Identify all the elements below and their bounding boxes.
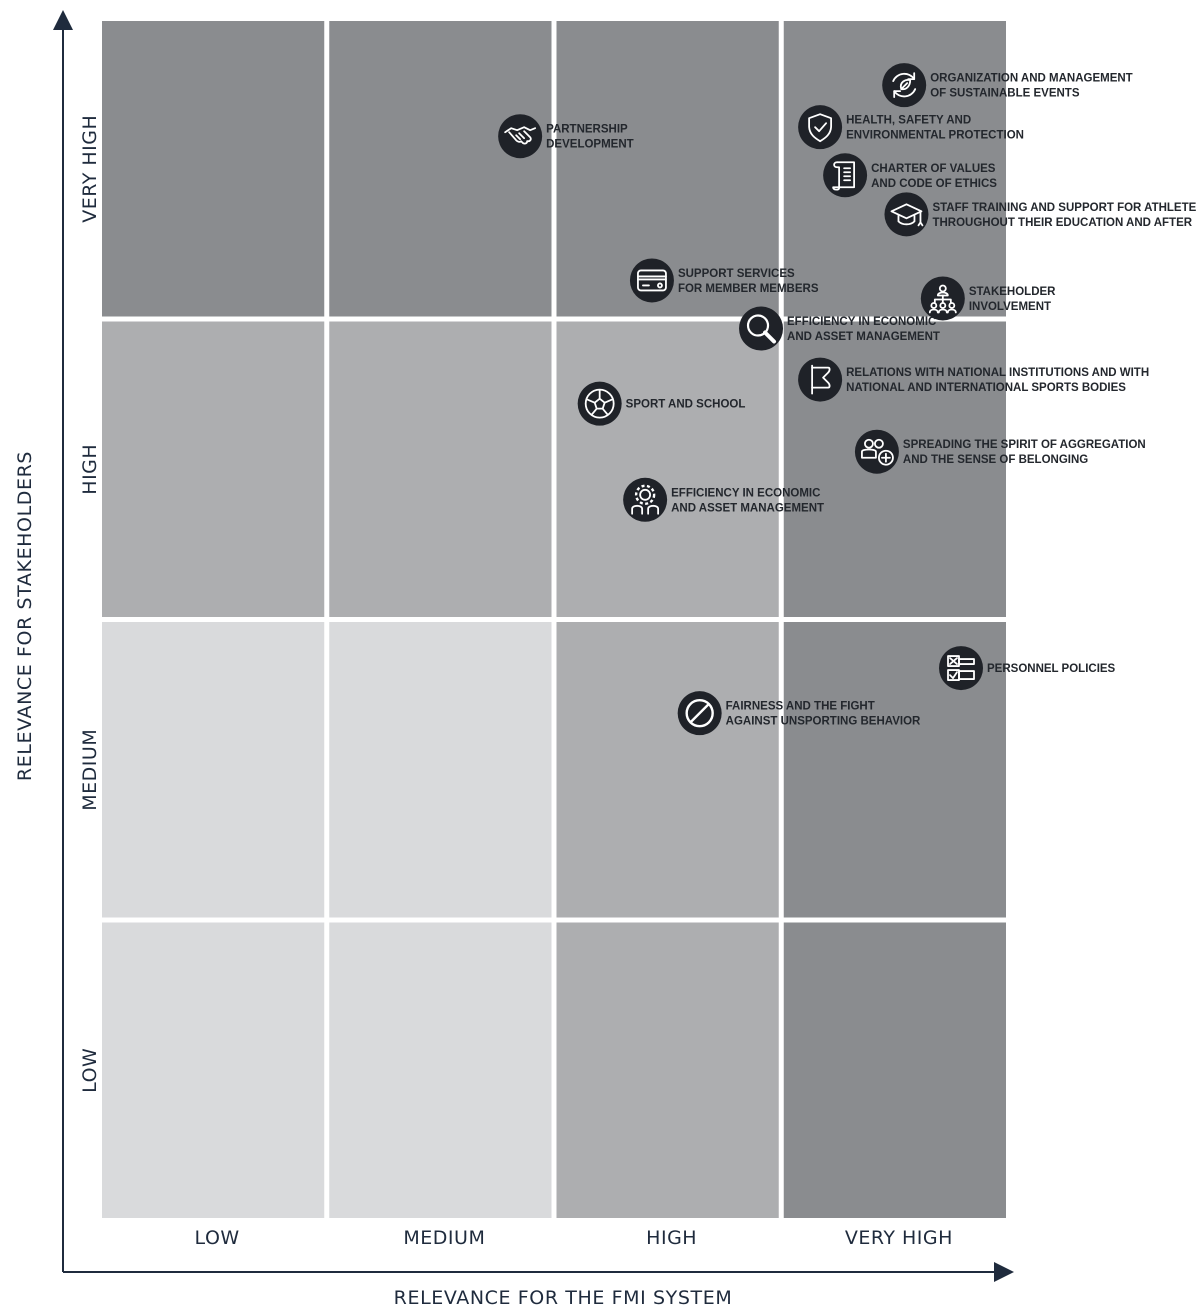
matrix-cell xyxy=(102,21,325,317)
topic-marker xyxy=(577,381,622,426)
matrix-cells xyxy=(102,21,1006,1218)
gear-people-icon xyxy=(631,484,660,515)
scroll-icon xyxy=(832,161,856,191)
matrix-cell xyxy=(102,321,325,617)
matrix-cell xyxy=(556,922,779,1218)
topic-marker xyxy=(498,114,543,159)
topic-marker xyxy=(629,258,674,303)
shield-check-icon xyxy=(808,113,833,143)
topic-marker xyxy=(823,153,868,198)
topic-marker xyxy=(798,105,843,150)
x-axis-title: RELEVANCE FOR THE FMI SYSTEM xyxy=(394,1287,733,1307)
matrix-cell xyxy=(329,622,552,918)
topic-marker xyxy=(739,306,784,351)
x-tick-label: MEDIUM xyxy=(403,1227,485,1249)
topic-label: SPORT AND SCHOOL xyxy=(626,399,746,411)
matrix-cell xyxy=(102,622,325,918)
x-tick-label: VERY HIGH xyxy=(845,1227,953,1249)
x-tick-labels: LOW MEDIUM HIGH VERY HIGH xyxy=(195,1227,953,1249)
group-plus-icon xyxy=(861,438,894,466)
topic-point: SPORT AND SCHOOL xyxy=(577,381,746,426)
matrix-cell xyxy=(329,922,552,1218)
matrix-cell xyxy=(102,922,325,1218)
matrix-cell xyxy=(783,922,1006,1218)
network-people-icon xyxy=(928,284,957,314)
graduation-cap-icon xyxy=(890,203,924,227)
handshake-icon xyxy=(504,126,537,145)
matrix-cell xyxy=(329,321,552,617)
card-icon xyxy=(637,269,667,292)
y-tick-label: VERY HIGH xyxy=(79,115,101,223)
magnifier-icon xyxy=(746,314,777,344)
soccer-ball-icon xyxy=(584,388,615,419)
y-tick-labels: LOW MEDIUM HIGH VERY HIGH xyxy=(79,115,101,1093)
y-tick-label: HIGH xyxy=(79,444,101,495)
y-axis-title: RELEVANCE FOR STAKEHOLDERS xyxy=(14,451,36,781)
topic-label: PERSONNEL POLICIES xyxy=(987,663,1116,675)
topic-marker xyxy=(939,646,984,691)
topic-marker xyxy=(798,357,843,402)
x-tick-label: LOW xyxy=(195,1227,240,1249)
prohibited-icon xyxy=(685,698,714,728)
topic-marker xyxy=(884,192,929,237)
matrix-cell xyxy=(556,622,779,918)
topic-point: PERSONNEL POLICIES xyxy=(939,646,1116,691)
matrix-cell xyxy=(329,21,552,317)
matrix-cell xyxy=(556,321,779,617)
x-tick-label: HIGH xyxy=(646,1227,697,1249)
topic-point: RELATIONS WITH NATIONAL INSTITUTIONS AND… xyxy=(798,357,1149,402)
y-tick-label: LOW xyxy=(79,1048,101,1093)
topic-label: RELATIONS WITH NATIONAL INSTITUTIONS AND… xyxy=(846,367,1149,394)
refresh-leaf-icon xyxy=(892,72,917,99)
checklist-icon xyxy=(947,655,975,681)
flag-icon xyxy=(811,364,831,395)
y-tick-label: MEDIUM xyxy=(79,729,101,811)
